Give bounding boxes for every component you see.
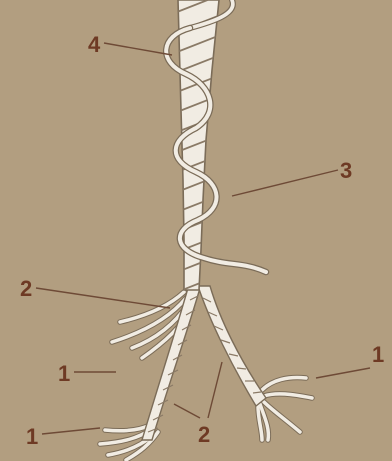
callout-2-lower: 2: [198, 422, 210, 447]
callout-4: 4: [88, 32, 101, 57]
callout-2-upper: 2: [20, 276, 32, 301]
callout-1-left-upper: 1: [58, 361, 70, 386]
callout-3: 3: [340, 158, 352, 183]
callout-1-left-lower: 1: [26, 424, 38, 449]
callout-1-right: 1: [372, 342, 384, 367]
